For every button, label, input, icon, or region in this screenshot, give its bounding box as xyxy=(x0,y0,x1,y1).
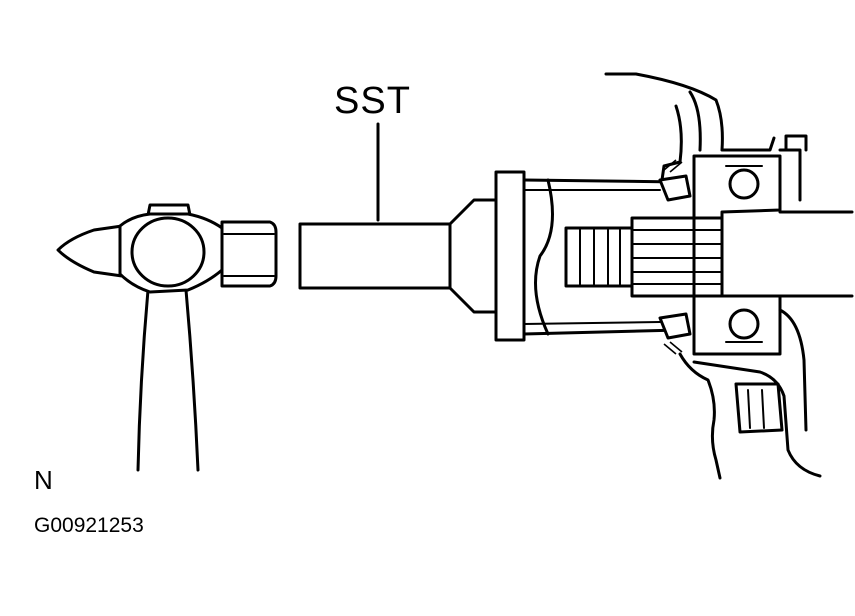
hammer-head xyxy=(118,212,224,294)
axle-hub-assembly xyxy=(604,72,854,480)
hammer-face xyxy=(220,220,278,288)
oil-seal-upper xyxy=(658,174,692,202)
sleeve-bottom xyxy=(522,328,682,336)
drive-shaft-spline xyxy=(564,216,724,298)
bearing-ball-upper xyxy=(728,168,760,200)
oil-seal-lower xyxy=(658,312,692,340)
hammer-icon xyxy=(56,203,278,472)
figure-id: G00921253 xyxy=(34,514,144,537)
hub-bolt xyxy=(734,382,784,434)
bearing-ball-lower xyxy=(728,308,760,340)
special-service-tool xyxy=(298,170,682,342)
tool-flange xyxy=(494,170,526,342)
hammer-handle-right xyxy=(184,288,200,472)
knuckle-upper xyxy=(604,72,776,152)
spline-end xyxy=(564,226,634,288)
hammer-handle-left xyxy=(136,288,150,472)
hammer-peen xyxy=(56,224,124,278)
sleeve-top xyxy=(522,178,682,184)
tool-taper xyxy=(448,198,502,314)
tool-shaft xyxy=(298,222,452,290)
hub-flange-top xyxy=(778,148,802,202)
sst-label: SST xyxy=(334,80,411,122)
hammer-eye xyxy=(130,216,206,288)
hub-body xyxy=(692,154,782,356)
sleeve-cutaway xyxy=(534,178,554,336)
knuckle-lower xyxy=(678,352,722,480)
view-label: N xyxy=(34,465,53,495)
